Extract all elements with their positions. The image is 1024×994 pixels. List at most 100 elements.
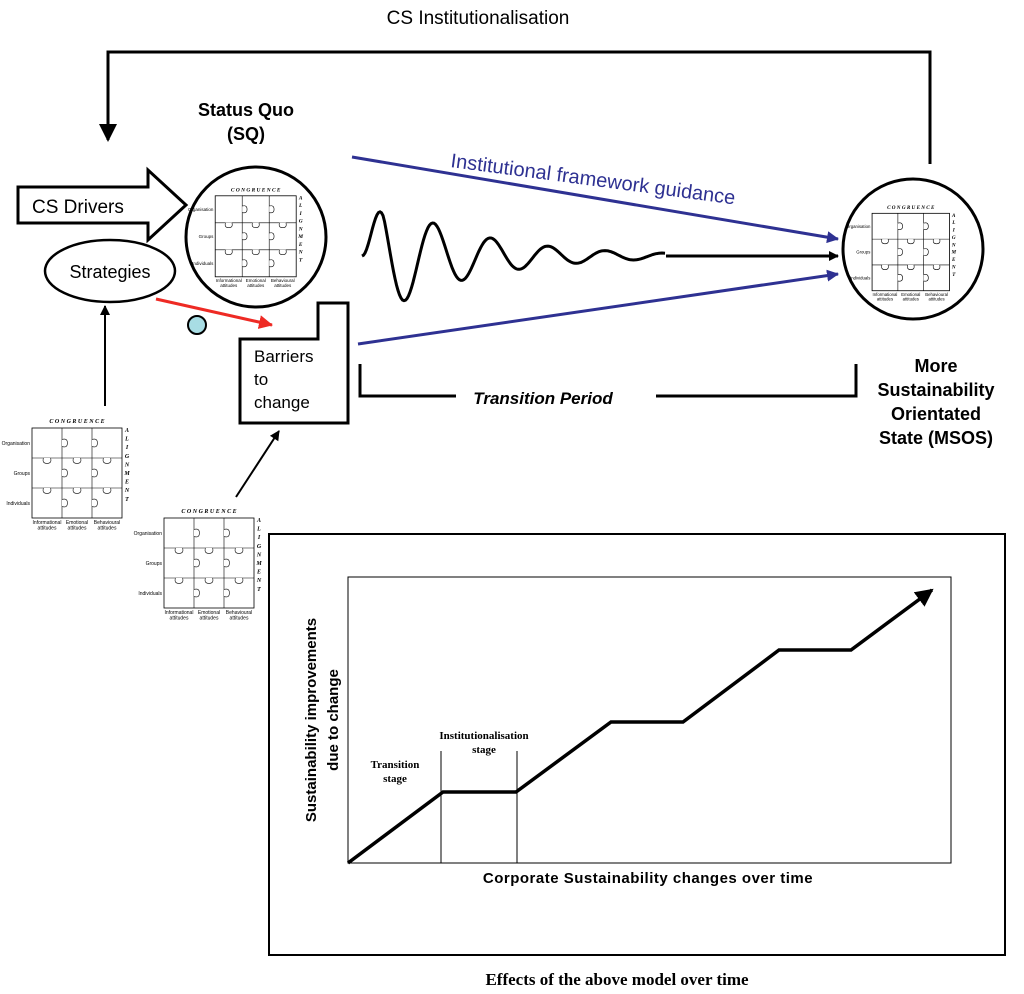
matrix-alignment-letter: N [124, 462, 130, 468]
institutionalisation-stage-label-line1: Institutionalisation [439, 730, 528, 742]
matrix-col-label: attitudes [274, 283, 292, 288]
transition-bracket-left [358, 364, 456, 398]
status-quo-abbrev: (SQ) [227, 124, 265, 144]
status-quo-title: Status Quo [198, 100, 294, 120]
matrix-congruence-label: C O N G R U E N C E [887, 205, 935, 211]
matrix-alignment-letter: I [952, 228, 956, 234]
matrix-alignment-letter: N [256, 552, 262, 558]
matrix-alignment-letter: G [299, 219, 303, 225]
msos-matrix: C O N G R U E N C EOrganisationGroupsInd… [846, 205, 956, 302]
matrix-alignment-letter: I [257, 535, 261, 541]
transition-stage-label-line1: Transition [371, 759, 420, 771]
matrix-alignment-letter: A [298, 195, 303, 201]
matrix-alignment-letter: M [255, 561, 262, 567]
matrix-congruence-label: C O N G R U E N C E [181, 509, 236, 515]
matrix-col-label: attitudes [170, 616, 189, 622]
matrix-col-label: attitudes [247, 283, 265, 288]
matrix-col-label: Emotional [901, 292, 920, 297]
matrix-alignment-letter: N [951, 242, 956, 248]
inset-y-axis-label-line2: due to change [325, 669, 342, 771]
matrix-alignment-letter: G [257, 544, 262, 550]
matrix-alignment-letter: M [123, 471, 130, 477]
matrix-alignment-letter: G [952, 235, 956, 241]
matrix-alignment-letter: G [125, 454, 130, 460]
msos-label-line4: State (MSOS) [879, 428, 993, 448]
matrix-row-label: Groups [14, 471, 31, 477]
matrix-col-label: Behavioural [925, 292, 948, 297]
matrix-col-label: attitudes [928, 297, 944, 302]
matrix-col-label: attitudes [903, 297, 919, 302]
matrix-col-label: attitudes [220, 283, 238, 288]
matrix-col-label: Behavioural [271, 278, 295, 283]
matrix-col-label: Informational [165, 610, 194, 616]
matrix-row-label: Groups [146, 561, 163, 567]
matrix-col-label: attitudes [38, 526, 57, 532]
strategies-matrix: C O N G R U E N C EOrganisationGroupsInd… [2, 419, 131, 532]
matrix-grid [163, 517, 255, 609]
strategies-label: Strategies [69, 262, 150, 282]
matrix-alignment-letter: A [256, 518, 261, 524]
matrix-alignment-letter: I [125, 445, 129, 451]
institutionalisation-loop-arrow [99, 50, 932, 164]
transition-period-label: Transition Period [473, 389, 613, 408]
transition-stage-label-line2: stage [383, 773, 407, 785]
matrix-alignment-letter: N [256, 578, 262, 584]
improvement-step-line [346, 588, 934, 865]
matrix-alignment-letter: N [124, 488, 130, 494]
matrix-col-label: Informational [216, 278, 242, 283]
matrix-grid [214, 195, 297, 278]
msos-label-line2: Sustainability [877, 380, 994, 400]
barriers-label-line1: Barriers [254, 347, 314, 366]
transition-oscillation-wave [361, 210, 666, 303]
matrix-row-label: Individuals [850, 276, 870, 281]
matrix-congruence-label: C O N G R U E N C E [231, 187, 281, 193]
matrix-alignment-letter: A [951, 213, 956, 219]
matrix-alignment-letter: N [951, 265, 956, 271]
matrix-col-label: Emotional [66, 520, 88, 526]
transition-bracket-right [656, 364, 858, 398]
matrix-col-label: Behavioural [94, 520, 120, 526]
institutionalisation-stage-label-line2: stage [472, 744, 496, 756]
matrix-row-label: Organisation [188, 207, 214, 212]
matrix-alignment-letter: L [951, 220, 955, 226]
matrix-col-label: attitudes [877, 297, 893, 302]
matrix-col-label: Behavioural [226, 610, 252, 616]
matrix-alignment-letter: N [298, 250, 304, 256]
inset-x-axis-label: Corporate Sustainability changes over ti… [483, 870, 813, 887]
barriers-label-line2: to [254, 370, 268, 389]
inset-y-axis-label-line1: Sustainability improvements [303, 618, 320, 822]
matrix-row-label: Groups [199, 234, 215, 239]
cs-drivers-arrow-shape [16, 166, 189, 244]
cs-drivers-label: CS Drivers [32, 197, 124, 218]
matrix-row-label: Organisation [134, 531, 163, 537]
matrix-col-label: Emotional [246, 278, 266, 283]
matrix-alignment-letter: N [298, 226, 304, 232]
matrix-alignment-letter: L [298, 203, 303, 209]
barriers-box [238, 301, 350, 425]
matrix-row-label: Organisation [2, 441, 31, 447]
matrix-to-barriers-arrow [235, 430, 280, 498]
matrix-col-label: Informational [33, 520, 62, 526]
matrix-alignment-letter: T [257, 587, 261, 593]
matrix-col-label: attitudes [98, 526, 117, 532]
guidance-line-upper [351, 155, 839, 244]
indicator-dot [187, 315, 207, 335]
matrix-alignment-letter: M [297, 234, 303, 240]
matrix-alignment-letter: E [256, 570, 261, 576]
matrix-alignment-letter: E [951, 257, 956, 263]
matrix-col-label: Informational [873, 292, 898, 297]
matrix-row-label: Groups [856, 250, 870, 255]
inset-plot-area [347, 576, 952, 864]
matrix-row-label: Individuals [138, 591, 162, 597]
matrix-alignment-letter: E [298, 242, 303, 248]
matrix-col-label: attitudes [230, 616, 249, 622]
matrix-row-label: Individuals [192, 261, 214, 266]
msos-label-line3: Orientated [891, 404, 981, 424]
msos-label-line1: More [914, 356, 957, 376]
matrix-alignment-letter: L [256, 527, 261, 533]
cs-institutionalisation-label: CS Institutionalisation [387, 8, 570, 29]
matrix-alignment-letter: I [299, 211, 303, 217]
matrix-alignment-letter: M [950, 250, 956, 256]
